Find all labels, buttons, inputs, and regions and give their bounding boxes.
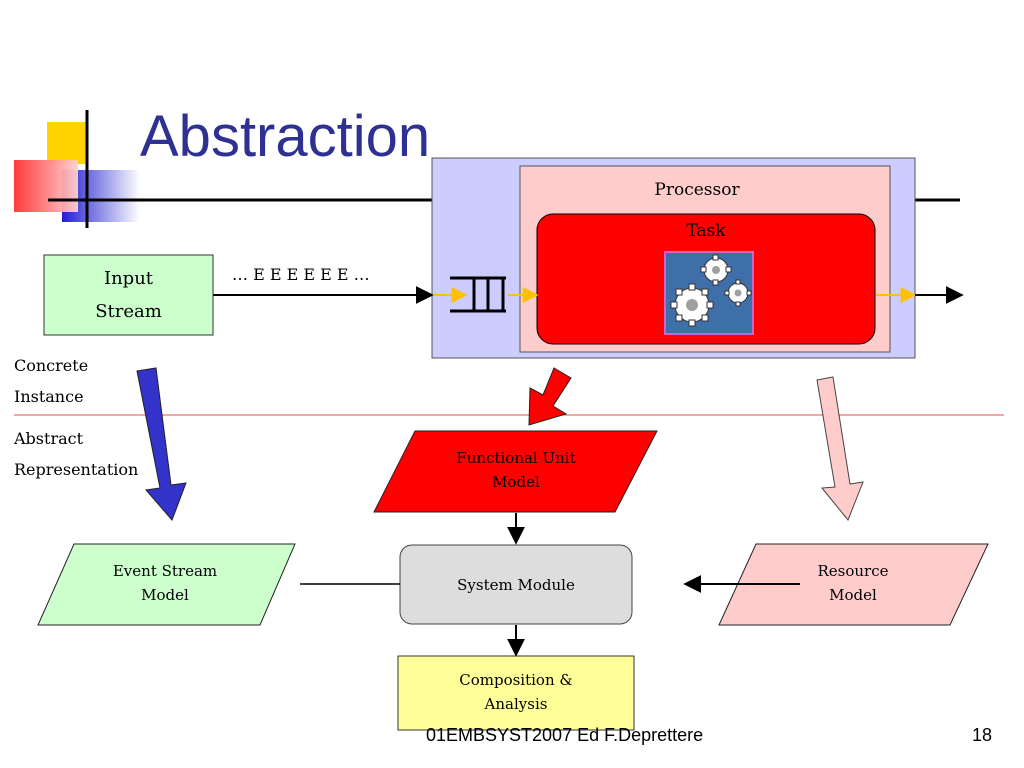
resource-model-shape bbox=[718, 543, 989, 626]
slide-logo bbox=[14, 110, 150, 228]
event-stream-model-line2: Model bbox=[141, 586, 189, 604]
concrete-instance-line1: Concrete bbox=[14, 356, 89, 375]
functional-unit-model-label: Functional Unit Model bbox=[400, 444, 632, 496]
event-sequence-label: … E E E E E E … bbox=[232, 265, 370, 284]
concrete-instance-label: Concrete Instance bbox=[14, 350, 88, 412]
input-stream-label: Input Stream bbox=[44, 258, 213, 332]
functional-unit-model-shape bbox=[373, 430, 658, 513]
slide-page-number: 18 bbox=[972, 725, 993, 745]
event-stream-model-shape bbox=[37, 543, 296, 626]
concrete-to-event-model-arrow bbox=[136, 367, 187, 521]
composition-analysis-line1: Composition & bbox=[459, 671, 573, 689]
logo-red-square bbox=[14, 160, 78, 212]
slide-footer: 01EMBSYST2007 Ed F.Deprettere bbox=[426, 725, 704, 745]
processor-label: Processor bbox=[654, 180, 740, 200]
queue-buffer-icon bbox=[450, 276, 506, 313]
logo-yellow-square bbox=[47, 122, 87, 164]
resource-model-line1: Resource bbox=[817, 562, 889, 580]
input-stream-box bbox=[43, 254, 214, 336]
task-to-functional-unit-arrow bbox=[528, 367, 572, 426]
composition-analysis-label: Composition & Analysis bbox=[398, 666, 634, 718]
functional-unit-line2: Model bbox=[492, 473, 540, 491]
slide-title: Abstraction bbox=[140, 104, 431, 169]
resource-model-line2: Model bbox=[829, 586, 877, 604]
concrete-instance-line2: Instance bbox=[14, 387, 84, 406]
input-stream-line2: Stream bbox=[95, 301, 162, 322]
functional-unit-line1: Functional Unit bbox=[456, 449, 576, 467]
abstract-representation-line1: Abstract bbox=[14, 429, 84, 448]
processor-to-resource-model-arrow bbox=[816, 376, 864, 521]
composition-analysis-line2: Analysis bbox=[484, 695, 548, 713]
system-module-label: System Module bbox=[457, 575, 575, 594]
input-stream-line1: Input bbox=[103, 268, 154, 289]
event-stream-model-label: Event Stream Model bbox=[55, 557, 275, 609]
event-stream-model-line1: Event Stream bbox=[112, 562, 218, 580]
gears-icon bbox=[664, 251, 754, 335]
resource-model-label: Resource Model bbox=[743, 557, 963, 609]
task-label: Task bbox=[686, 221, 726, 241]
abstract-representation-label: Abstract Representation bbox=[14, 423, 138, 485]
abstract-representation-line2: Representation bbox=[14, 460, 139, 479]
